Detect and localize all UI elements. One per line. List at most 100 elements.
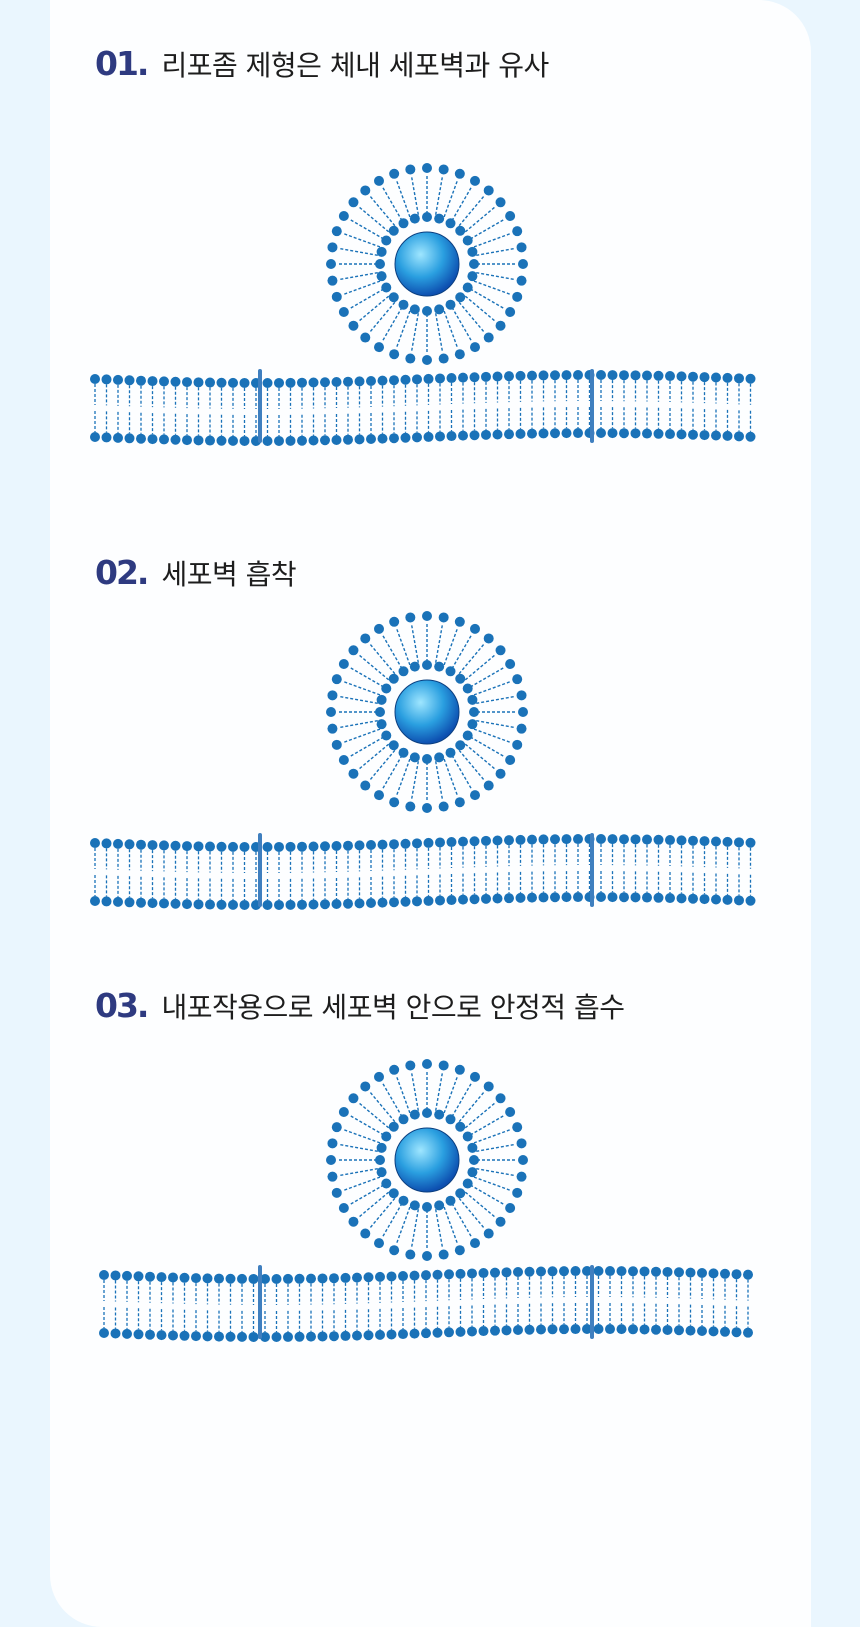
step-3-heading: 03. 내포작용으로 세포벽 안으로 안정적 흡수 xyxy=(95,986,625,1026)
lipid-tail xyxy=(458,642,486,675)
lipid-head xyxy=(515,892,526,903)
lipid-head xyxy=(490,1325,500,1336)
lipid-head xyxy=(561,834,572,845)
lipid-head xyxy=(469,372,480,383)
lipid-head xyxy=(320,899,330,910)
lipid-head xyxy=(745,431,756,442)
lipid-tail xyxy=(381,1202,403,1239)
lipid-head xyxy=(101,374,112,385)
lipid-head xyxy=(377,897,388,908)
lipid-head xyxy=(133,1329,144,1340)
lipid-head xyxy=(329,1331,339,1342)
lipid-head xyxy=(570,1324,581,1335)
lipid-head xyxy=(248,1331,259,1342)
lipid-head xyxy=(228,377,238,388)
lipid-head xyxy=(538,892,549,903)
lipid-head xyxy=(616,1324,627,1335)
lipid-head xyxy=(214,1273,224,1284)
lipid-head xyxy=(628,1324,638,1335)
lipid-head xyxy=(101,896,112,907)
lipid-head xyxy=(512,1187,523,1198)
lipid-head xyxy=(495,1216,506,1227)
lipid-head xyxy=(470,1071,480,1082)
lipid-head xyxy=(136,375,146,386)
lipid-head xyxy=(607,370,618,381)
lipid-head xyxy=(743,1327,753,1338)
lipid-head xyxy=(711,430,721,441)
lipid-head xyxy=(338,211,349,221)
lipid-tail xyxy=(368,1197,396,1230)
lipid-head xyxy=(285,899,296,910)
lipid-tail xyxy=(473,1176,512,1192)
lipid-head xyxy=(262,377,273,388)
lipid-tail xyxy=(348,1114,385,1136)
lipid-head xyxy=(297,899,307,910)
lipid-head xyxy=(409,213,420,224)
lipid-head xyxy=(388,225,399,236)
lipid-tail xyxy=(381,633,403,670)
lipid-tail xyxy=(434,1209,444,1249)
lipid-tail xyxy=(473,728,512,744)
liposome xyxy=(326,611,528,813)
lipid-tail xyxy=(368,194,396,227)
lipid-head xyxy=(469,430,480,441)
lipid-head xyxy=(398,747,409,758)
lipid-head xyxy=(400,432,411,443)
lipid-tail xyxy=(395,1075,411,1114)
lipid-head xyxy=(182,899,192,910)
lipid-tail xyxy=(342,232,381,248)
lipid-head xyxy=(438,612,449,623)
lipid-head xyxy=(147,434,158,445)
lipid-tail xyxy=(451,185,473,222)
lipid-head xyxy=(274,899,284,910)
lipid-head xyxy=(722,894,733,905)
liposome-diagram-2 xyxy=(90,611,756,910)
lipid-head xyxy=(331,377,342,388)
lipid-head xyxy=(423,837,434,848)
lipid-head xyxy=(470,175,480,186)
lipid-head xyxy=(651,1266,661,1277)
lipid-head xyxy=(331,739,342,750)
lipid-head xyxy=(159,898,169,909)
lipid-head xyxy=(513,1267,523,1278)
lipid-head xyxy=(444,1327,454,1338)
lipid-head xyxy=(400,838,411,849)
lipid-head xyxy=(398,299,409,310)
lipid-head xyxy=(527,370,537,381)
lipid-head xyxy=(412,838,422,849)
lipid-head xyxy=(665,371,675,382)
lipid-head xyxy=(327,242,338,253)
lipid-head xyxy=(445,1114,456,1125)
lipid-head xyxy=(136,897,146,908)
lipid-tail xyxy=(464,653,497,681)
lipid-tail xyxy=(443,758,459,797)
lipid-head xyxy=(376,719,387,730)
lipid-head xyxy=(745,895,756,906)
lipid-tail xyxy=(464,295,497,323)
lipid-head xyxy=(389,168,400,179)
lipid-head xyxy=(377,433,388,444)
lipid-head xyxy=(170,840,181,851)
lipid-head xyxy=(376,246,387,257)
lipid-head xyxy=(481,835,491,846)
lipid-head xyxy=(605,1324,615,1335)
lipid-head xyxy=(642,834,652,845)
lipid-head xyxy=(607,428,618,439)
lipid-head xyxy=(490,1267,500,1278)
lipid-head xyxy=(688,835,698,846)
lipid-head xyxy=(720,1268,730,1279)
lipid-head xyxy=(405,353,416,364)
step-number: 03. xyxy=(95,986,149,1025)
lipid-head xyxy=(331,1187,342,1198)
lipid-head xyxy=(483,633,494,644)
lipid-head xyxy=(398,666,409,677)
lipid-head xyxy=(438,1249,449,1260)
lipid-head xyxy=(445,747,456,758)
lipid-head xyxy=(512,739,523,750)
lipid-head xyxy=(516,242,527,253)
lipid-head xyxy=(536,1324,546,1335)
lipid-head xyxy=(225,1331,236,1342)
lipid-head xyxy=(374,342,384,353)
lipid-head xyxy=(398,1114,409,1125)
lipid-head xyxy=(376,694,387,705)
